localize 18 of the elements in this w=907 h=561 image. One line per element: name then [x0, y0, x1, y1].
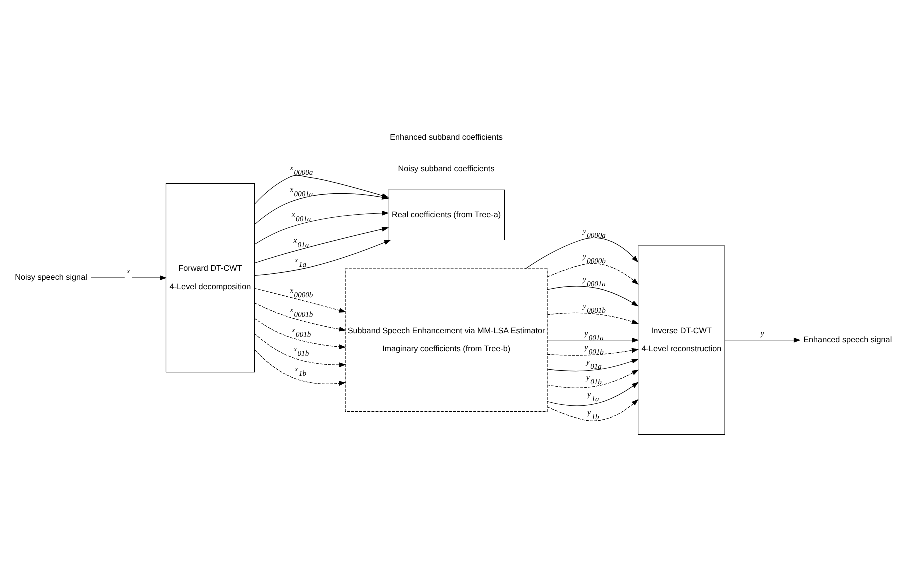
arrow	[547, 312, 639, 324]
arrow	[547, 286, 639, 306]
arrow	[547, 337, 640, 342]
arrow	[547, 369, 640, 388]
arrow	[254, 226, 390, 264]
arrow	[547, 348, 640, 356]
arrow	[254, 318, 346, 349]
arrow	[254, 239, 392, 276]
arrow	[547, 358, 639, 372]
arrow	[547, 382, 639, 406]
arrow	[254, 349, 346, 386]
arrow	[525, 237, 639, 269]
arrow	[547, 263, 639, 284]
arrow	[254, 332, 346, 367]
arrow	[254, 288, 346, 312]
arrow	[724, 337, 801, 342]
arrow	[254, 302, 346, 332]
arrow	[91, 275, 168, 280]
